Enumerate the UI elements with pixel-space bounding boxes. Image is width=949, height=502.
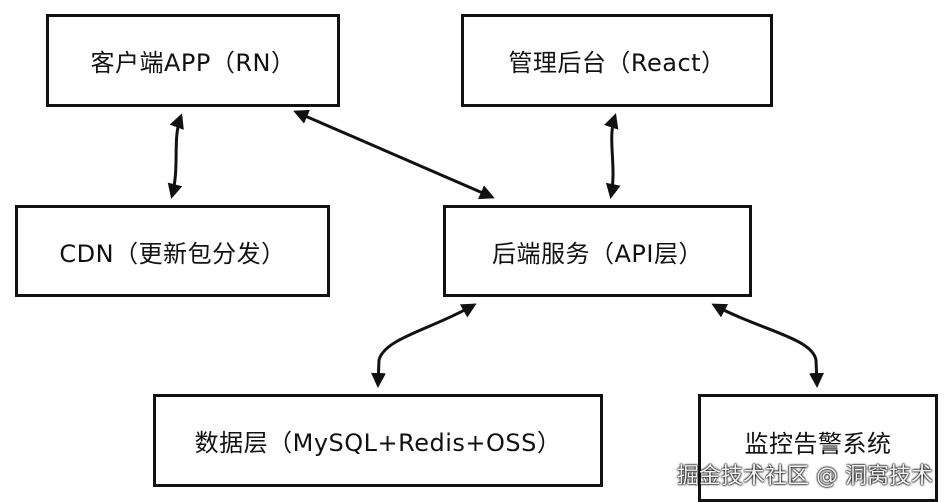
- edge-client-backend: [293, 109, 495, 200]
- node-backend-service-label: 后端服务（API层）: [492, 239, 703, 268]
- node-admin-panel-label: 管理后台（React）: [508, 49, 726, 77]
- node-data-layer: 数据层（MySQL+Redis+OSS）: [153, 394, 603, 487]
- edge-backend-data: [370, 303, 477, 388]
- edge-client-cdn: [167, 113, 184, 199]
- node-backend-service: 后端服务（API层）: [443, 205, 752, 297]
- watermark: 掘金技术社区 @ 洞窝技术: [677, 464, 933, 489]
- node-monitoring-system-label: 监控告警系统: [744, 430, 892, 458]
- node-data-layer-label: 数据层（MySQL+Redis+OSS）: [194, 429, 562, 457]
- node-monitoring-system: 监控告警系统: [698, 394, 938, 502]
- node-cdn-label: CDN（更新包分发）: [59, 239, 286, 268]
- edge-backend-monitor: [711, 303, 825, 388]
- edge-admin-backend: [604, 113, 621, 199]
- node-cdn: CDN（更新包分发）: [15, 205, 330, 297]
- node-admin-panel: 管理后台（React）: [461, 14, 773, 107]
- node-client-app-label: 客户端APP（RN）: [90, 49, 296, 77]
- node-client-app: 客户端APP（RN）: [46, 14, 340, 107]
